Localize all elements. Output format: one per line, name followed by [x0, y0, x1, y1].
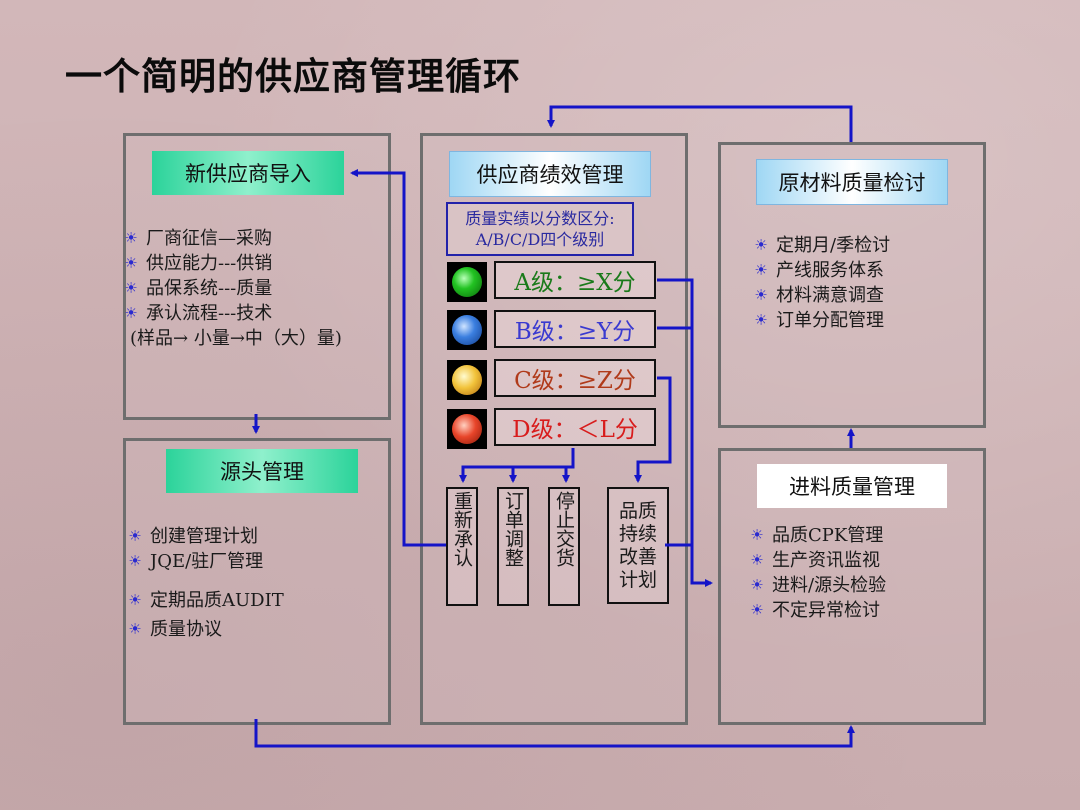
list-item: ☀生产资讯监视 [748, 548, 886, 573]
sun-bullet-icon: ☀ [128, 527, 142, 545]
action-reapprove: 重新承认 [446, 487, 478, 606]
sun-bullet-icon: ☀ [754, 236, 768, 254]
quality-score-box: 质量实绩以分数区分: A/B/C/D四个级别 [446, 202, 634, 256]
new-supplier-header: 新供应商导入 [152, 151, 344, 195]
list-item: ☀品保系统---质量 [122, 276, 342, 301]
sun-bullet-icon: ☀ [124, 254, 138, 272]
list-item: ☀定期品质AUDIT [126, 588, 283, 613]
incoming-list: ☀品质CPK管理 ☀生产资讯监视 ☀进料/源头检验 ☀不定异常检讨 [748, 523, 886, 623]
list-item: ☀厂商征信—采购 [122, 226, 342, 251]
sun-bullet-icon: ☀ [128, 552, 142, 570]
incoming-header: 进料质量管理 [757, 464, 947, 508]
sun-bullet-icon: ☀ [750, 601, 764, 619]
list-item: ☀创建管理计划 [126, 524, 284, 549]
arrow-d-to-actions [459, 448, 575, 483]
sun-bullet-icon: ☀ [750, 551, 764, 569]
performance-header: 供应商绩效管理 [449, 151, 651, 197]
sun-bullet-icon: ☀ [750, 576, 764, 594]
quality-score-line2: A/B/C/D四个级别 [475, 230, 605, 249]
list-item: ☀进料/源头检验 [748, 573, 886, 598]
sun-bullet-icon: ☀ [124, 304, 138, 322]
grade-a-light [447, 262, 487, 302]
raw-material-list: ☀定期月/季检讨 ☀产线服务体系 ☀材料满意调查 ☀订单分配管理 [752, 233, 890, 333]
arrow-reapprove-to-new [350, 169, 446, 547]
source-header: 源头管理 [166, 449, 358, 493]
grade-c-box: C级：≥Z分 [494, 359, 656, 397]
green-light-icon [452, 267, 482, 297]
action-order-adjust: 订单调整 [497, 487, 529, 606]
list-item: ☀品质CPK管理 [748, 523, 886, 548]
arrow-c-to-improve [634, 376, 672, 483]
grade-d-box: D级：＜L分 [494, 408, 656, 446]
list-item: ☀产线服务体系 [752, 258, 890, 283]
grade-c-light [447, 360, 487, 400]
sun-bullet-icon: ☀ [128, 591, 142, 609]
sun-bullet-icon: ☀ [124, 229, 138, 247]
list-item: ☀订单分配管理 [752, 308, 890, 333]
list-item: ☀质量协议 [126, 617, 284, 642]
list-item: ☀定期月/季检讨 [752, 233, 890, 258]
list-item: ☀承认流程---技术 [122, 301, 342, 326]
grade-d-light [447, 409, 487, 449]
sun-bullet-icon: ☀ [754, 311, 768, 329]
list-item: ☀JQE/驻厂管理 [126, 549, 284, 574]
action-stop-delivery: 停止交货 [548, 487, 580, 606]
sun-bullet-icon: ☀ [754, 261, 768, 279]
source-list: ☀创建管理计划 ☀JQE/驻厂管理 ☀定期品质AUDIT ☀质量协议 [126, 524, 284, 642]
red-light-icon [452, 414, 482, 444]
quality-score-line1: 质量实绩以分数区分: [465, 209, 615, 228]
page-title: 一个简明的供应商管理循环 [65, 54, 521, 98]
new-supplier-list: ☀厂商征信—采购 ☀供应能力---供销 ☀品保系统---质量 ☀承认流程---技… [122, 226, 342, 351]
action-improve-plan: 品质持续改善计划 [607, 487, 669, 604]
grade-b-box: B级：≥Y分 [494, 310, 656, 348]
list-item: ☀材料满意调查 [752, 283, 890, 308]
process-note: (样品→ 小量→中（大）量) [130, 328, 342, 349]
sun-bullet-icon: ☀ [128, 620, 142, 638]
sun-bullet-icon: ☀ [750, 526, 764, 544]
arrow-a-to-incoming [657, 278, 713, 587]
list-item: ☀供应能力---供销 [122, 251, 342, 276]
list-item: ☀不定异常检讨 [748, 598, 886, 623]
grade-a-box: A级：≥X分 [494, 261, 656, 299]
sun-bullet-icon: ☀ [754, 286, 768, 304]
grade-b-light [447, 310, 487, 350]
arrow-raw-to-performance [547, 105, 853, 142]
sun-bullet-icon: ☀ [124, 279, 138, 297]
yellow-light-icon [452, 365, 482, 395]
raw-material-header: 原材料质量检讨 [756, 159, 948, 205]
arrow-source-to-incoming [254, 719, 855, 748]
blue-light-icon [452, 315, 482, 345]
